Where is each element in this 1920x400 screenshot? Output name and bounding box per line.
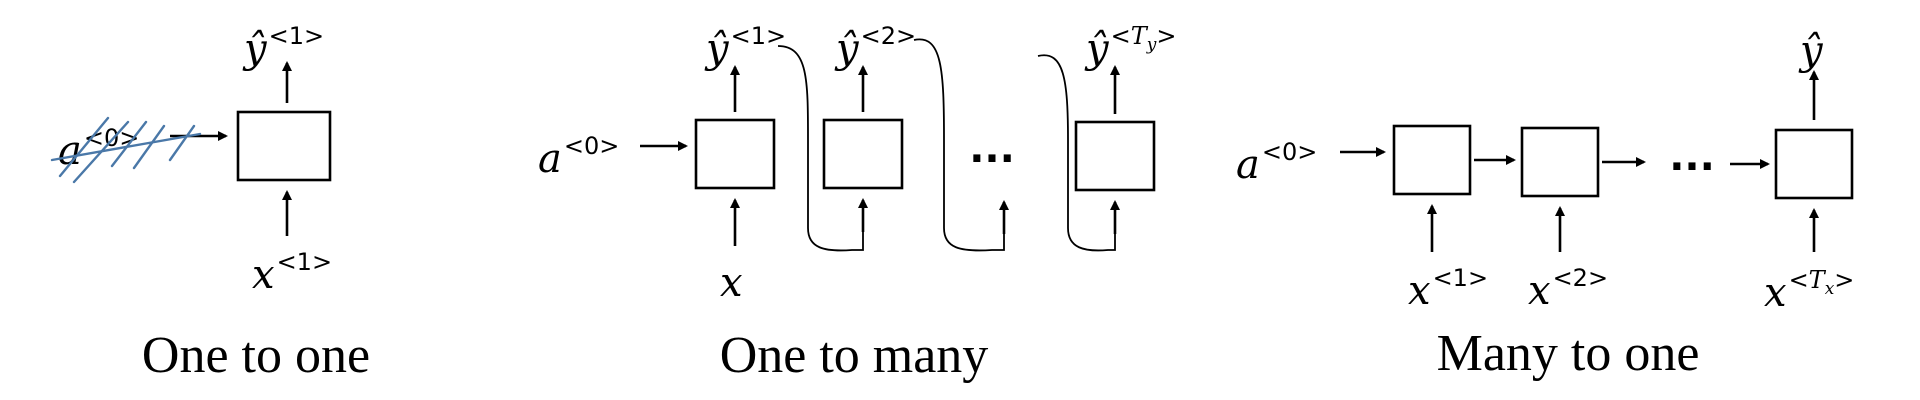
input-xtx-label: x<Tx>: [1764, 266, 1854, 316]
panel-many-to-one: a<0> ··· ŷ x<1> x<2> x<Tx> Many to one: [1236, 28, 1854, 382]
rnn-cell-2: [822, 118, 904, 190]
feedback-curve-2: [913, 38, 1005, 252]
rnn-cell-tx: [1774, 128, 1854, 200]
input-x-label: x: [720, 260, 743, 306]
ellipsis: ···: [1669, 144, 1715, 190]
ellipsis: ···: [969, 136, 1015, 182]
panel-one-to-one: ŷ<1> a<0> x<1> One to one: [50, 22, 370, 384]
initial-state-label: a<0>: [538, 132, 619, 182]
panel-one-to-many: a<0> ··· ŷ<1> ŷ<2> ŷ<Ty> x One to many: [538, 22, 1176, 384]
rnn-cell-1: [1392, 124, 1472, 196]
input-x1-label: x<1>: [252, 248, 332, 298]
rnn-cell-ty: [1074, 120, 1156, 192]
input-x2-label: x<2>: [1528, 264, 1608, 314]
rnn-cell-2: [1520, 126, 1600, 198]
output-y1-label: ŷ<1>: [704, 22, 786, 72]
output-y1-label: ŷ<1>: [242, 22, 324, 72]
feedback-curve-3: [1037, 54, 1116, 252]
feedback-curve-1: [777, 45, 864, 252]
caption-one-to-one: One to one: [142, 327, 370, 384]
initial-state-label-crossed: a<0>: [58, 124, 139, 174]
output-y2-label: ŷ<2>: [834, 22, 916, 72]
output-yty-label: ŷ<Ty>: [1084, 22, 1176, 72]
rnn-cell-1: [694, 118, 776, 190]
output-y-label: ŷ: [1798, 28, 1824, 74]
initial-state-label: a<0>: [1236, 138, 1317, 188]
rnn-cell: [236, 110, 332, 182]
caption-one-to-many: One to many: [720, 327, 989, 384]
input-x1-label: x<1>: [1408, 264, 1488, 314]
caption-many-to-one: Many to one: [1437, 325, 1700, 382]
strike-through-marks: [50, 116, 202, 184]
